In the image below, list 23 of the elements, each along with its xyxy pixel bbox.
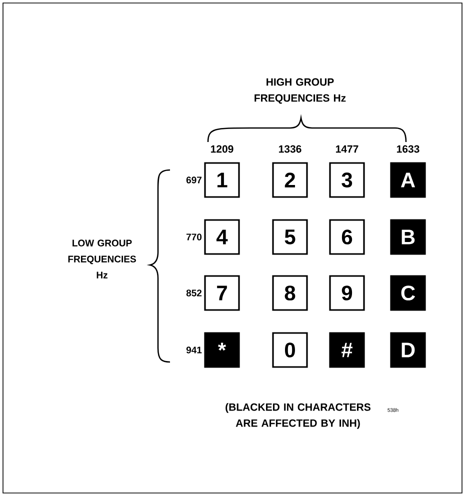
keypad-key: 8 bbox=[272, 275, 308, 311]
keypad-key: 1 bbox=[204, 162, 240, 198]
keypad-key: 3 bbox=[329, 162, 365, 198]
keypad-key: A bbox=[390, 162, 426, 198]
frequency-label: 1633 bbox=[396, 145, 420, 153]
keypad-key: B bbox=[390, 219, 426, 255]
frequency-label: 1477 bbox=[336, 145, 358, 153]
keypad-key: 2 bbox=[272, 162, 308, 198]
keypad-key: C bbox=[390, 275, 426, 311]
keypad-key: * bbox=[204, 332, 240, 368]
keypad-key: 9 bbox=[329, 275, 365, 311]
keypad-key: 7 bbox=[204, 275, 240, 311]
heading: HIGH GROUP FREQUENCIES Hz bbox=[254, 78, 346, 104]
keypad-key: D bbox=[390, 332, 426, 368]
keypad-key: 4 bbox=[204, 219, 240, 255]
frequency-label: 1209 bbox=[210, 145, 234, 153]
frequency-label: 1336 bbox=[278, 145, 302, 153]
keypad-key: # bbox=[329, 332, 365, 368]
keypad-key: 0 bbox=[272, 332, 308, 368]
heading: LOW GROUP FREQUENCIES Hz bbox=[68, 240, 136, 278]
keypad-key: 5 bbox=[272, 219, 308, 255]
note: (BLACKED IN CHARACTERS ARE AFFECTED BY INH) bbox=[226, 403, 370, 429]
keypad-key: 6 bbox=[329, 219, 365, 255]
